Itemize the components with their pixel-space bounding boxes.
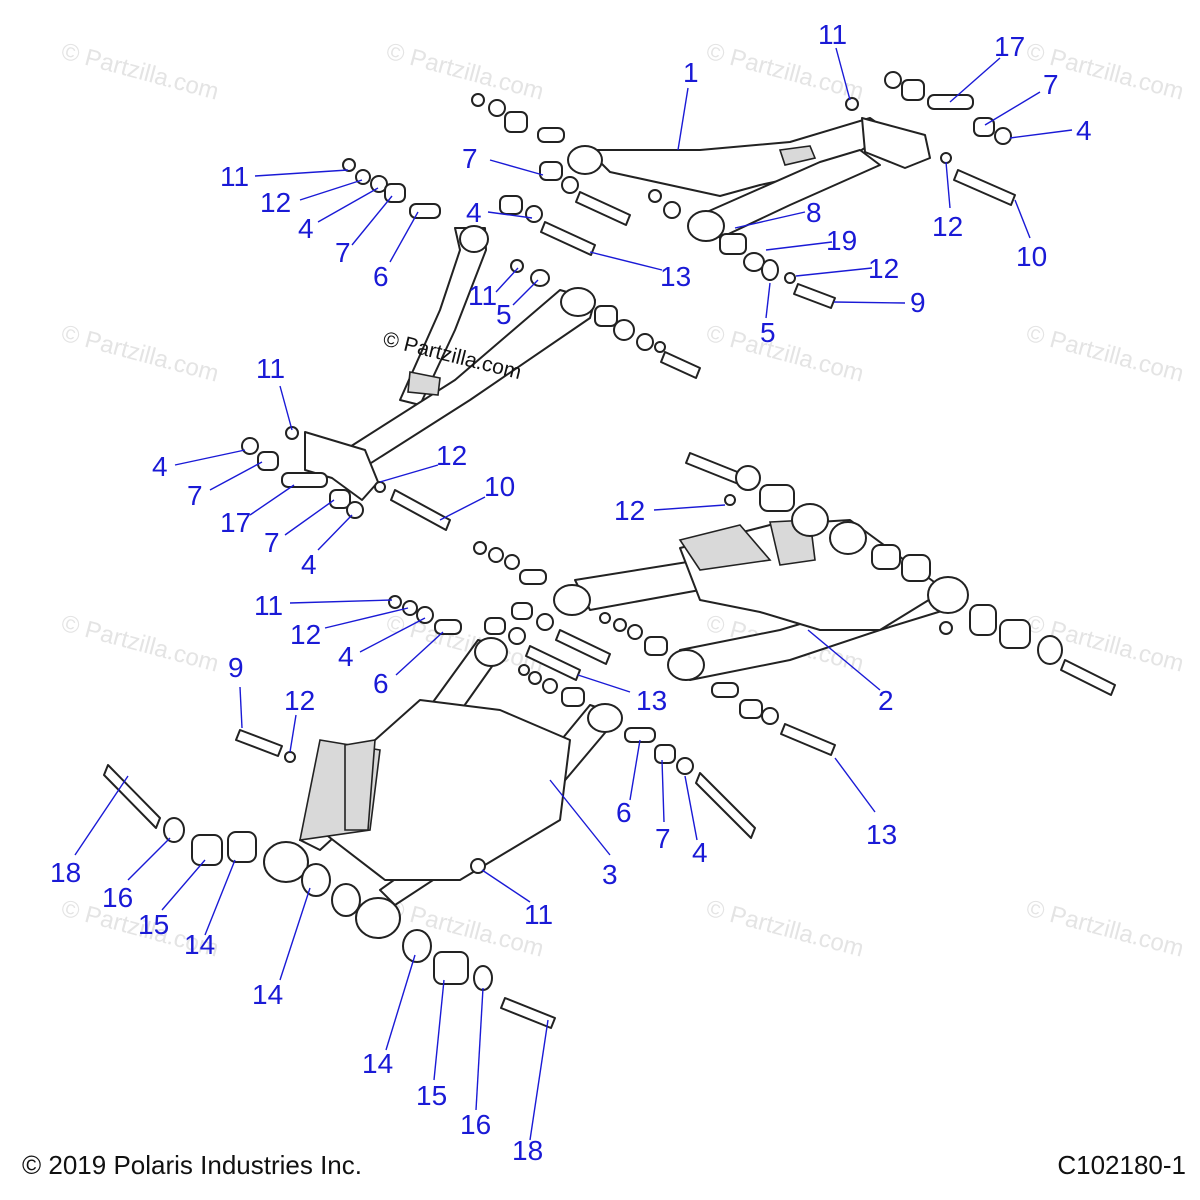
callout-14: 14 (252, 979, 283, 1010)
callout-11: 11 (818, 19, 847, 50)
callout-4: 4 (298, 213, 314, 244)
lower-a-arm-2 (553, 503, 969, 681)
callout-10: 10 (1016, 241, 1047, 272)
callout-15: 15 (416, 1080, 447, 1111)
lower-a-arm-3 (263, 637, 623, 939)
figure-id: C102180-1 (1057, 1150, 1186, 1180)
callout-11: 11 (256, 353, 285, 384)
callout-4: 4 (338, 641, 354, 672)
callout-5: 5 (760, 317, 776, 348)
watermark: © Partzilla.com (1023, 320, 1186, 388)
upper-a-arm-1 (567, 117, 931, 242)
callout-19: 19 (826, 225, 857, 256)
callout-13: 13 (660, 261, 691, 292)
callout-18: 18 (50, 857, 81, 888)
callout-6: 6 (616, 797, 632, 828)
callout-16: 16 (102, 882, 133, 913)
callout-13: 13 (866, 819, 897, 850)
callout-9: 9 (228, 652, 244, 683)
watermark: © Partzilla.com (58, 610, 221, 678)
callout-leaders (74, 47, 1073, 1141)
callout-11: 11 (468, 280, 497, 311)
callout-9: 9 (910, 287, 926, 318)
callout-12: 12 (260, 187, 291, 218)
callout-2: 2 (878, 685, 894, 716)
callout-7: 7 (655, 823, 671, 854)
line-art: © Partzilla.com (103, 71, 1116, 1029)
callout-16: 16 (460, 1109, 491, 1140)
callout-11: 11 (220, 161, 249, 192)
callout-4: 4 (152, 451, 168, 482)
watermark: © Partzilla.com (58, 320, 221, 388)
callout-7: 7 (335, 237, 351, 268)
callout-7: 7 (187, 480, 203, 511)
callout-3: 3 (602, 859, 618, 890)
callout-18: 18 (512, 1135, 543, 1166)
watermark: © Partzilla.com (703, 895, 866, 963)
callout-7: 7 (264, 527, 280, 558)
callout-4: 4 (1076, 115, 1092, 146)
callout-10: 10 (484, 471, 515, 502)
callout-12: 12 (436, 440, 467, 471)
watermark: © Partzilla.com (58, 38, 221, 106)
callout-11: 11 (254, 590, 283, 621)
callout-5: 5 (496, 299, 512, 330)
callout-7: 7 (462, 143, 478, 174)
callout-17: 17 (994, 31, 1025, 62)
callout-4: 4 (466, 197, 482, 228)
callout-6: 6 (373, 261, 389, 292)
callout-6: 6 (373, 668, 389, 699)
callout-14: 14 (362, 1048, 393, 1079)
callout-1: 1 (683, 57, 699, 88)
watermark: © Partzilla.com (383, 38, 546, 106)
hardware (103, 71, 1116, 1029)
callout-11: 11 (524, 899, 553, 930)
callout-15: 15 (138, 909, 169, 940)
callout-8: 8 (806, 197, 822, 228)
callout-14: 14 (184, 929, 215, 960)
watermark: © Partzilla.com (1023, 895, 1186, 963)
callout-13: 13 (636, 685, 667, 716)
callout-12: 12 (284, 685, 315, 716)
watermark: © Partzilla.com (703, 320, 866, 388)
callout-12: 12 (932, 211, 963, 242)
callout-17: 17 (220, 507, 251, 538)
callout-4: 4 (692, 837, 708, 868)
callout-labels: 1 11 17 7 4 11 12 4 7 6 7 4 11 5 13 8 19… (50, 19, 1092, 1166)
callout-4: 4 (301, 549, 317, 580)
callout-12: 12 (614, 495, 645, 526)
callout-7: 7 (1043, 69, 1059, 100)
callout-12: 12 (868, 253, 899, 284)
callout-12: 12 (290, 619, 321, 650)
copyright-notice: © 2019 Polaris Industries Inc. (22, 1150, 362, 1180)
